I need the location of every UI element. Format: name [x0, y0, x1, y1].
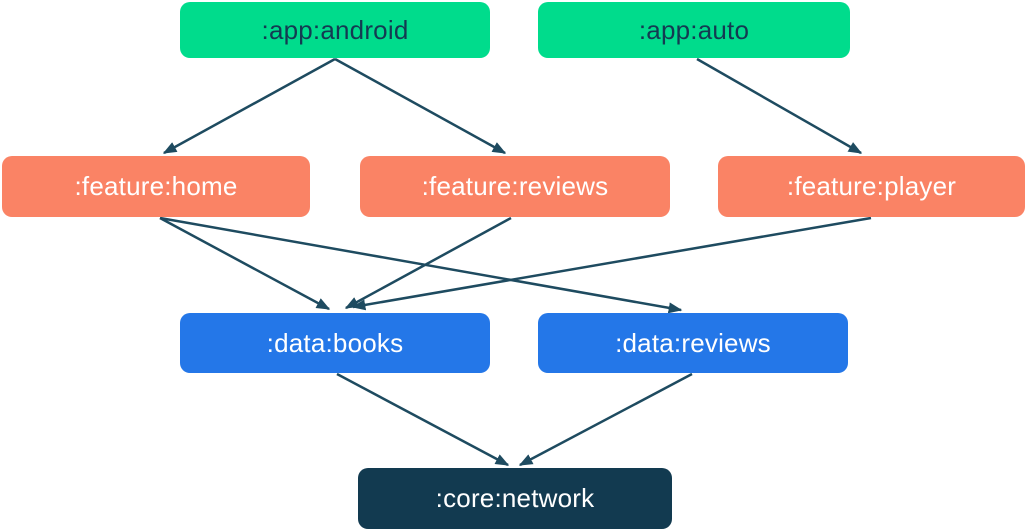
node-feature-home-label: :feature:home [74, 171, 238, 201]
edge-feature-home-to-data-reviews [159, 216, 683, 314]
node-app-auto-label: :app:auto [638, 14, 750, 45]
node-data-books-label: :data:books [266, 327, 404, 358]
node-data-reviews-label: :data:reviews [615, 327, 771, 358]
edge-data-reviews-to-core-network [518, 372, 693, 467]
edge-feature-home-to-data-books [159, 216, 331, 311]
edge-app-auto-to-feature-player [696, 57, 863, 155]
node-core-network-label: :core:network [435, 483, 595, 513]
node-app-android: :app:android [180, 2, 490, 58]
edge-app-android-to-feature-home [162, 57, 336, 155]
node-data-reviews: :data:reviews [538, 313, 848, 373]
node-feature-home: :feature:home [2, 156, 310, 217]
node-feature-player: :feature:player [718, 156, 1025, 217]
node-feature-reviews: :feature:reviews [360, 156, 670, 217]
node-feature-reviews-label: :feature:reviews [421, 171, 609, 201]
node-core-network: :core:network [358, 468, 672, 529]
node-data-books: :data:books [180, 313, 490, 373]
edge-feature-player-to-data-books [351, 216, 872, 311]
edge-feature-reviews-to-data-books [344, 216, 512, 310]
node-app-auto: :app:auto [538, 2, 850, 58]
node-app-android-label: :app:android [261, 14, 409, 45]
edge-data-books-to-core-network [336, 372, 510, 467]
node-feature-player-label: :feature:player [786, 171, 957, 201]
edge-app-android-to-feature-reviews [334, 57, 507, 155]
